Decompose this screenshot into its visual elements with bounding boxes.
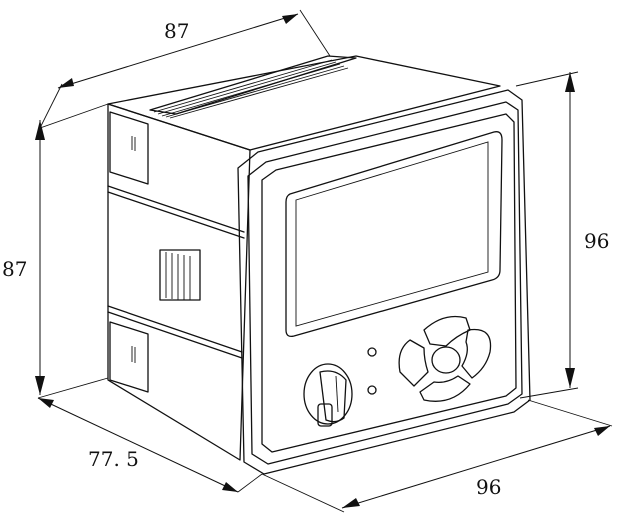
dim-label-top-depth: 87 xyxy=(164,19,189,43)
indicator-led-top xyxy=(367,347,377,357)
dim-label-front-width: 96 xyxy=(476,475,501,499)
rotary-switch-icon[interactable] xyxy=(303,363,353,427)
arrow-up-icon[interactable] xyxy=(423,315,471,347)
center-button-icon[interactable] xyxy=(431,346,461,374)
dim-label-front-height: 96 xyxy=(584,229,609,253)
front-bezel xyxy=(237,89,531,475)
dimension-lines xyxy=(35,9,613,513)
housing xyxy=(107,55,501,461)
arrow-down-icon[interactable] xyxy=(419,375,471,402)
indicator-led-bottom xyxy=(367,385,377,395)
arrow-left-icon[interactable] xyxy=(398,339,429,387)
dim-label-bottom-depth: 77. 5 xyxy=(88,447,139,471)
arrow-right-icon[interactable] xyxy=(461,328,492,379)
display-window xyxy=(285,131,503,338)
dim-label-left-height: 87 xyxy=(2,257,27,281)
nav-keypad xyxy=(398,315,492,402)
